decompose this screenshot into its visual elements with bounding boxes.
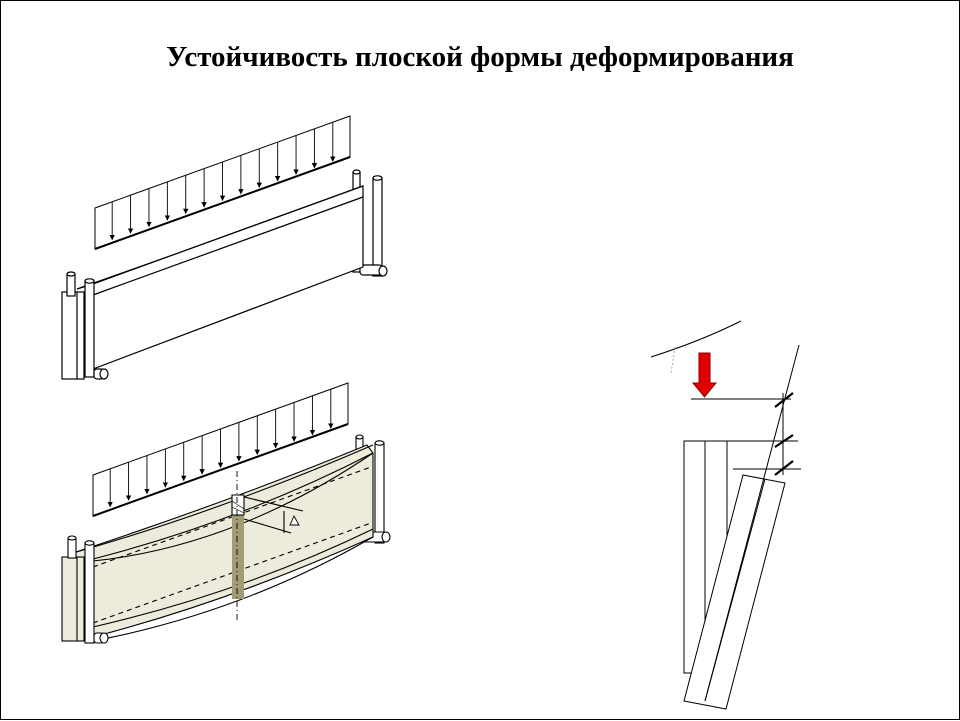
bottom-load-arrows	[107, 389, 334, 508]
slide-title: Устойчивость плоской формы деформировани…	[166, 41, 794, 73]
cross-section-diagram	[650, 320, 801, 710]
bottom-beam-deformed	[61, 434, 391, 644]
top-load-arrows	[109, 122, 336, 241]
top-load-panel	[94, 115, 351, 250]
top-beam	[61, 169, 388, 380]
load-arrow-icon	[691, 352, 718, 398]
bottom-load-panel	[92, 382, 349, 517]
